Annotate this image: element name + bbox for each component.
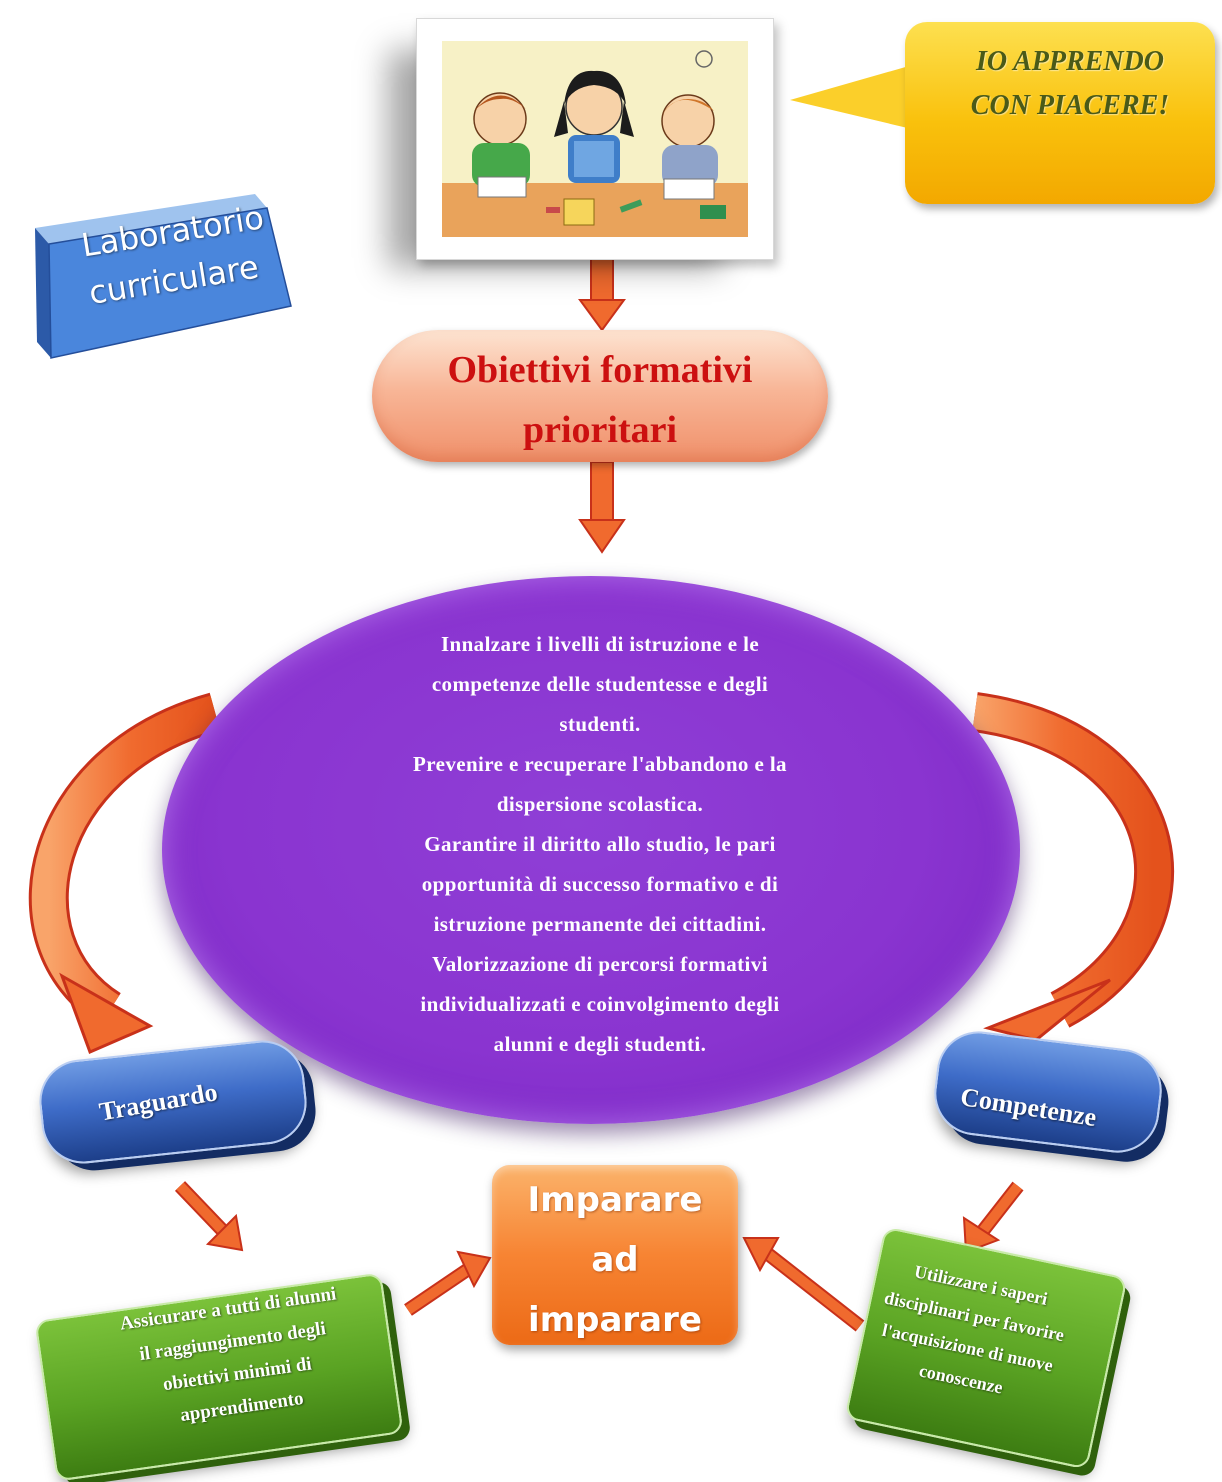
- objectives-pill: [372, 330, 828, 462]
- speech-bubble: [905, 22, 1215, 204]
- priority-line: studenti.: [559, 712, 641, 736]
- arrow-traguardo-to-goal-box: [174, 1181, 244, 1252]
- priority-line: individualizzati e coinvolgimento degli: [420, 992, 780, 1016]
- arrow-objectives-to-ellipse: [578, 461, 626, 554]
- arrow-competenze-to-skills-box: [962, 1181, 1024, 1254]
- imparare-line-2: ad: [591, 1240, 639, 1280]
- priority-line: Valorizzazione di percorsi formativi: [432, 952, 768, 976]
- speech-bubble-text: IO APPRENDO CON PIACERE!: [905, 40, 1222, 128]
- objectives-line-2: prioritari: [522, 409, 678, 451]
- arrow-ellipse-to-competenze: [972, 692, 1175, 1042]
- priority-line: opportunità di successo formativo e di: [421, 872, 779, 896]
- imparare-box: [492, 1165, 738, 1345]
- priority-line: Garantire il diritto allo studio, le par…: [424, 832, 776, 856]
- priority-line: competenze delle studentesse e degli: [431, 672, 769, 696]
- imparare-line-1: Imparare: [527, 1180, 703, 1220]
- priorities-ellipse: [162, 576, 1020, 1124]
- objectives-line-1: Obiettivi formativi: [447, 349, 753, 391]
- children-reading-illustration: [442, 41, 748, 237]
- bubble-line-2: CON PIACERE!: [970, 90, 1170, 121]
- priority-line: istruzione permanente dei cittadini.: [433, 912, 767, 936]
- arrow-ellipse-to-traguardo: [28, 692, 221, 1055]
- priorities-text: Innalzare i livelli di istruzione e le c…: [300, 624, 900, 1064]
- arrow-skills-box-to-imparare: [742, 1237, 865, 1332]
- priority-line: Innalzare i livelli di istruzione e le: [440, 632, 760, 656]
- arrow-goal-box-to-imparare: [404, 1250, 492, 1316]
- imparare-line-3: imparare: [528, 1300, 702, 1340]
- illustration-card: [416, 18, 774, 260]
- objectives-title: Obiettivi formativi prioritari: [372, 340, 828, 460]
- bubble-line-1: IO APPRENDO: [976, 46, 1164, 77]
- imparare-label: Imparare ad imparare: [492, 1170, 738, 1350]
- priority-line: Prevenire e recuperare l'abbandono e la: [413, 752, 787, 776]
- priority-line: alunni e degli studenti.: [493, 1032, 707, 1056]
- speech-bubble-tail: [790, 64, 916, 130]
- laboratorio-box: [35, 194, 292, 359]
- priority-line: dispersione scolastica.: [496, 792, 704, 816]
- arrow-image-to-objectives: [578, 254, 626, 332]
